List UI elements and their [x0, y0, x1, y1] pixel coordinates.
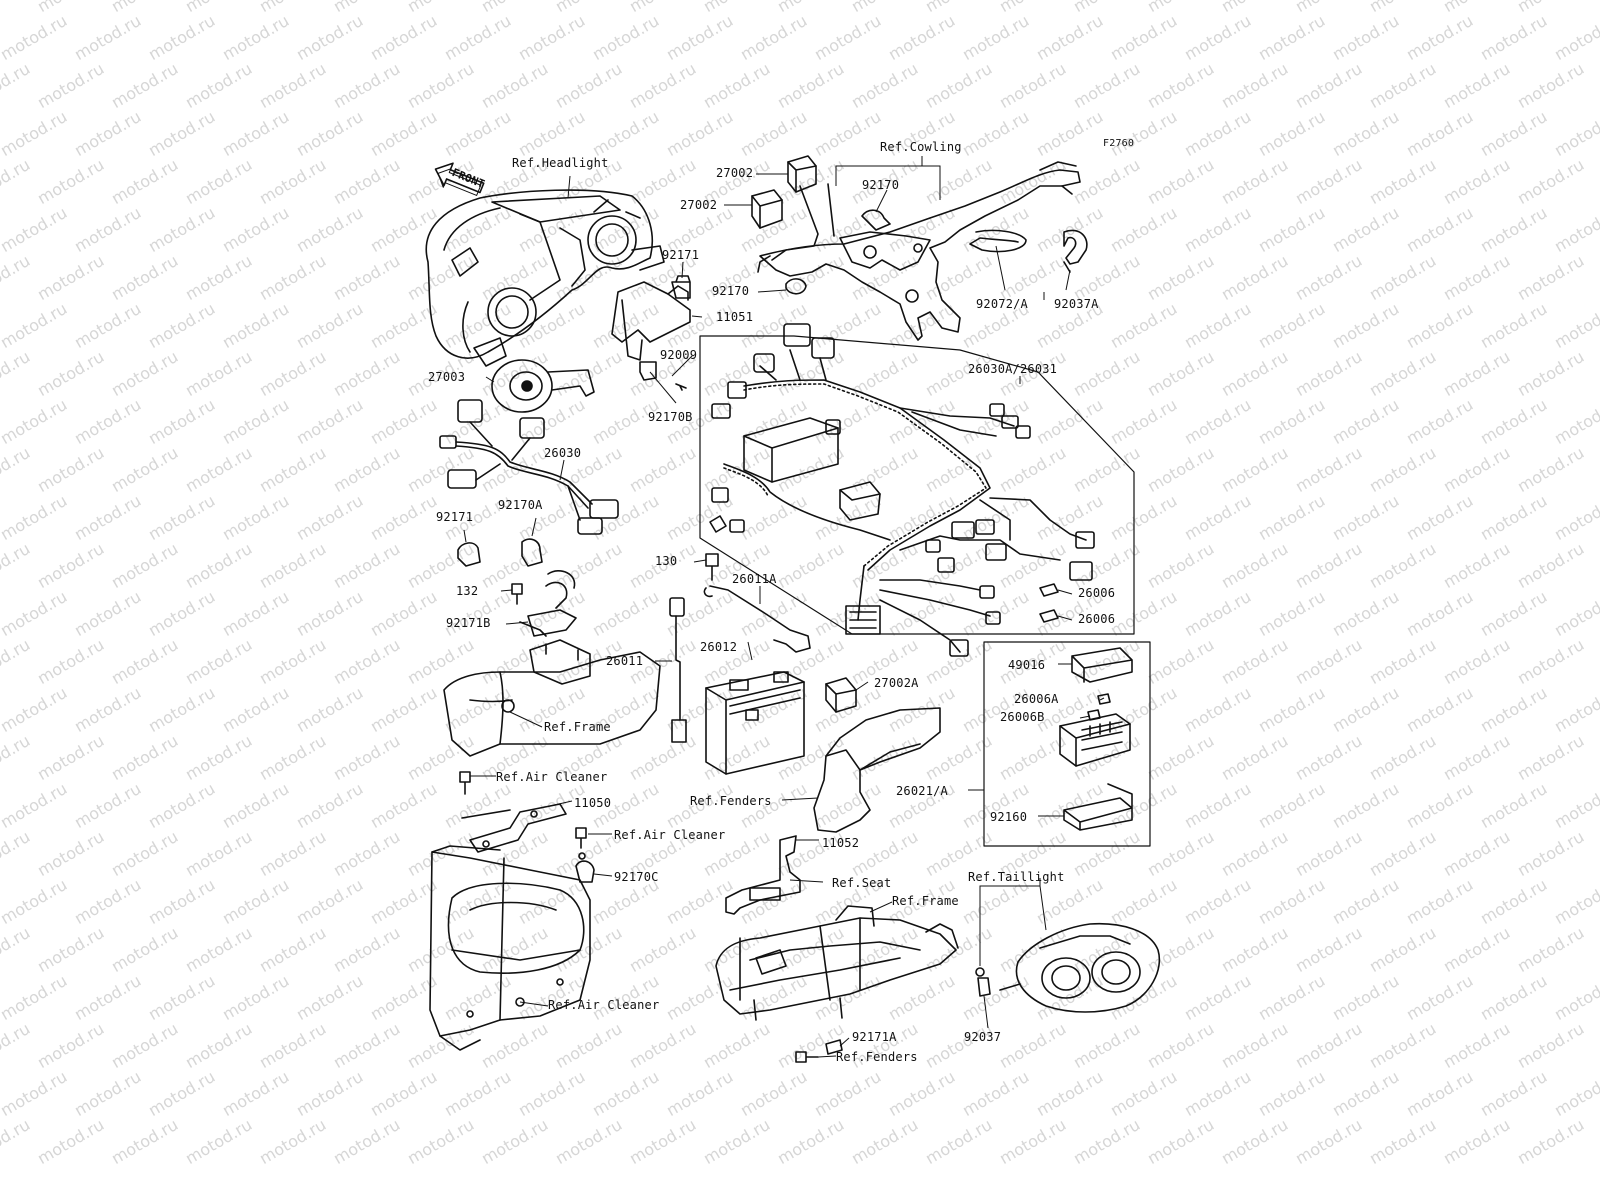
clip-92171b — [527, 581, 577, 637]
clamp-92170c — [575, 860, 595, 883]
headlight-assembly — [425, 189, 665, 367]
fender-piece — [813, 707, 941, 833]
main-wiring-harness-26030a — [709, 323, 1095, 657]
clamp-92037 — [977, 977, 991, 997]
strap-92072a — [969, 229, 1027, 253]
label-26006b: 26006B — [1000, 710, 1045, 724]
bolt-air-cleaner-b — [575, 827, 587, 849]
label-26030a-26031: 26030A/26031 — [968, 362, 1058, 376]
clamp-92170a — [521, 538, 543, 567]
taillight-assembly — [999, 922, 1161, 1013]
label-ref-frame-b: Ref.Frame — [892, 894, 959, 908]
fuse-26006a — [1097, 693, 1111, 705]
label-26006-a: 26006 — [1078, 586, 1116, 600]
screw-92009 — [675, 383, 687, 391]
label-92170-b: 92170 — [712, 284, 750, 298]
clamp-92170-b — [785, 278, 807, 295]
label-92160: 92160 — [990, 810, 1028, 824]
bolt-132 — [511, 583, 523, 605]
label-26011a: 26011A — [732, 572, 777, 586]
label-ref-taillight: Ref.Taillight — [968, 870, 1065, 884]
label-ref-fenders-a: Ref.Fenders — [690, 794, 772, 808]
label-92171a: 92171A — [852, 1030, 897, 1044]
clamp-92170-a — [861, 209, 891, 231]
label-132: 132 — [456, 584, 479, 598]
label-26012: 26012 — [700, 640, 738, 654]
clamp-92037a — [1063, 229, 1088, 273]
label-26030: 26030 — [544, 446, 582, 460]
bolt-air-cleaner-a — [459, 771, 471, 795]
label-92171-a: 92171 — [662, 248, 700, 262]
figure-code: F2760 — [1103, 138, 1135, 149]
label-26021a: 26021/A — [896, 784, 948, 798]
label-92037: 92037 — [964, 1030, 1002, 1044]
label-ref-fenders-b: Ref.Fenders — [836, 1050, 918, 1064]
cable-26011a — [703, 585, 811, 653]
label-ref-air-cleaner-c: Ref.Air Cleaner — [548, 998, 660, 1012]
harness-26030a-outline — [699, 335, 1135, 635]
bracket-11051 — [611, 281, 691, 361]
label-92170a: 92170A — [498, 498, 543, 512]
label-92037a: 92037A — [1054, 297, 1099, 311]
bolt-130 — [705, 553, 719, 581]
rear-frame — [715, 905, 959, 1021]
label-ref-air-cleaner-b: Ref.Air Cleaner — [614, 828, 726, 842]
label-26006-b: 26006 — [1078, 612, 1116, 626]
frame-section-left — [443, 621, 661, 757]
label-92171b: 92171B — [446, 616, 491, 630]
bracket-11052 — [725, 835, 801, 915]
seat-bracket-tab — [749, 887, 781, 901]
clamp-92170b — [639, 361, 657, 381]
label-27003: 27003 — [428, 370, 466, 384]
label-26006a: 26006A — [1014, 692, 1059, 706]
label-92009: 92009 — [660, 348, 698, 362]
label-ref-headlight: Ref.Headlight — [512, 156, 609, 170]
sub-harness-26030 — [439, 399, 619, 535]
clip-92171a — [825, 1039, 843, 1055]
battery-26012 — [705, 671, 805, 775]
fuse-26006-a — [1039, 583, 1059, 597]
label-ref-seat: Ref.Seat — [832, 876, 892, 890]
label-27002-a: 27002 — [716, 166, 754, 180]
label-92072a: 92072/A — [976, 297, 1028, 311]
relay-27002a — [825, 677, 857, 713]
label-ref-cowling: Ref.Cowling — [880, 140, 962, 154]
pad-92160 — [1063, 783, 1133, 831]
cowling-bracket — [757, 161, 1081, 341]
fuse-box-26021 — [1059, 713, 1131, 767]
air-cleaner-housing — [429, 845, 591, 1051]
label-26011: 26011 — [606, 654, 644, 668]
label-11052: 11052 — [822, 836, 860, 850]
label-ref-air-cleaner-a: Ref.Air Cleaner — [496, 770, 608, 784]
front-arrow-icon — [434, 162, 485, 196]
label-92171-b: 92171 — [436, 510, 474, 524]
bracket-11050 — [469, 803, 567, 853]
label-92170c: 92170C — [614, 870, 659, 884]
label-130: 130 — [655, 554, 678, 568]
fuse-26006-b — [1039, 609, 1059, 623]
label-27002a: 27002A — [874, 676, 919, 690]
relay-27002-b — [751, 189, 783, 229]
label-49016: 49016 — [1008, 658, 1046, 672]
label-27002-b: 27002 — [680, 198, 718, 212]
battery-strap-26011 — [669, 597, 687, 743]
label-ref-frame-a: Ref.Frame — [544, 720, 611, 734]
label-11051: 11051 — [716, 310, 754, 324]
clip-92171-a — [671, 275, 691, 299]
label-92170b: 92170B — [648, 410, 693, 424]
label-11050: 11050 — [574, 796, 612, 810]
bolt-fenders — [795, 1051, 819, 1063]
label-92170-a: 92170 — [862, 178, 900, 192]
horn-27003 — [491, 359, 595, 413]
relay-27002-a — [787, 155, 817, 193]
cover-49016 — [1071, 647, 1133, 683]
clamp-92171-b — [457, 542, 481, 567]
